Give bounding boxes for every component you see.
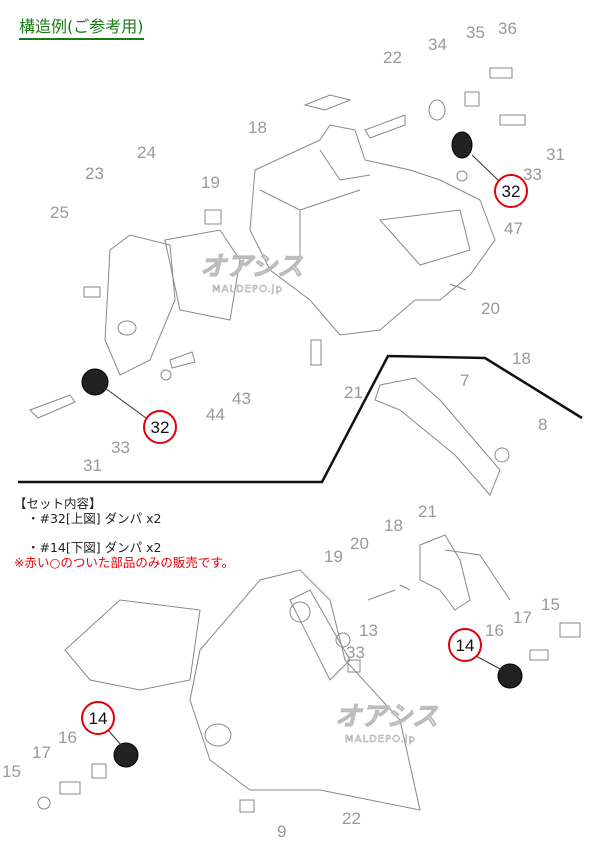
- part-label: 25: [50, 203, 69, 222]
- part-label: 15: [2, 762, 21, 781]
- watermark: オアシス MALDEPO.jp: [335, 702, 439, 746]
- part-label: 7: [460, 371, 469, 390]
- bottom-assembly-drawing: [37, 534, 581, 813]
- part-label: 23: [85, 164, 104, 183]
- svg-text:オアシス: オアシス: [335, 702, 438, 732]
- svg-text:MALDEPO.jp: MALDEPO.jp: [345, 734, 416, 745]
- part-label: 33: [346, 643, 365, 662]
- circled-part-label: 14: [89, 709, 108, 728]
- part-label: 20: [481, 299, 500, 318]
- part-label: 22: [383, 48, 402, 67]
- set-item: ・#14[下図] ダンパ x2: [27, 540, 162, 555]
- set-contents: 【セット内容】 ・#32[上図] ダンパ x2 ・#14[下図] ダンパ x2 …: [14, 496, 234, 570]
- part-label: 19: [324, 547, 343, 566]
- part-label: 20: [350, 534, 369, 553]
- part-label: 18: [248, 118, 267, 137]
- part-label: 8: [538, 415, 547, 434]
- sales-note: ※赤い○のついた部品のみの販売です。: [14, 555, 235, 570]
- highlight-circle: [143, 410, 177, 444]
- circled-part-label: 32: [151, 418, 170, 437]
- part-label: 18: [512, 349, 531, 368]
- top-assembly-drawing: [29, 67, 526, 496]
- part-label: 43: [232, 389, 251, 408]
- part-label: 33: [523, 165, 542, 184]
- part-label: 33: [111, 438, 130, 457]
- part-label: 36: [498, 19, 517, 38]
- part-label: 31: [83, 456, 102, 475]
- part-label: 22: [342, 809, 361, 828]
- page-title: 構造例(ご参考用): [19, 17, 144, 40]
- part-label: 21: [418, 502, 437, 521]
- part-label: 18: [384, 516, 403, 535]
- circled-part-label: 32: [502, 182, 521, 201]
- part-label: 15: [541, 595, 560, 614]
- part-label: 17: [513, 608, 532, 627]
- highlight-circle: [494, 174, 528, 208]
- part-label: 34: [428, 35, 447, 54]
- part-label: 16: [58, 728, 77, 747]
- part-label: 47: [504, 219, 523, 238]
- set-contents-heading: 【セット内容】: [14, 496, 102, 511]
- part-label: 16: [485, 621, 504, 640]
- highlight-circle: [81, 701, 115, 735]
- part-label: 44: [206, 405, 225, 424]
- part-label: 31: [546, 145, 565, 164]
- part-label: 24: [137, 143, 156, 162]
- part-label: 9: [277, 822, 286, 841]
- part-label: 17: [32, 743, 51, 762]
- set-item: ・#32[上図] ダンパ x2: [27, 511, 162, 526]
- part-label: 21: [344, 383, 363, 402]
- part-label: 19: [201, 173, 220, 192]
- circled-part-label: 14: [456, 636, 475, 655]
- svg-text:MALDEPO.jp: MALDEPO.jp: [212, 284, 283, 295]
- highlight-circle: [448, 628, 482, 662]
- svg-text:オアシス: オアシス: [200, 252, 303, 282]
- section-divider: [18, 354, 583, 484]
- part-label: 13: [359, 621, 378, 640]
- part-label: 35: [466, 23, 485, 42]
- watermark: オアシス MALDEPO.jp: [200, 252, 304, 296]
